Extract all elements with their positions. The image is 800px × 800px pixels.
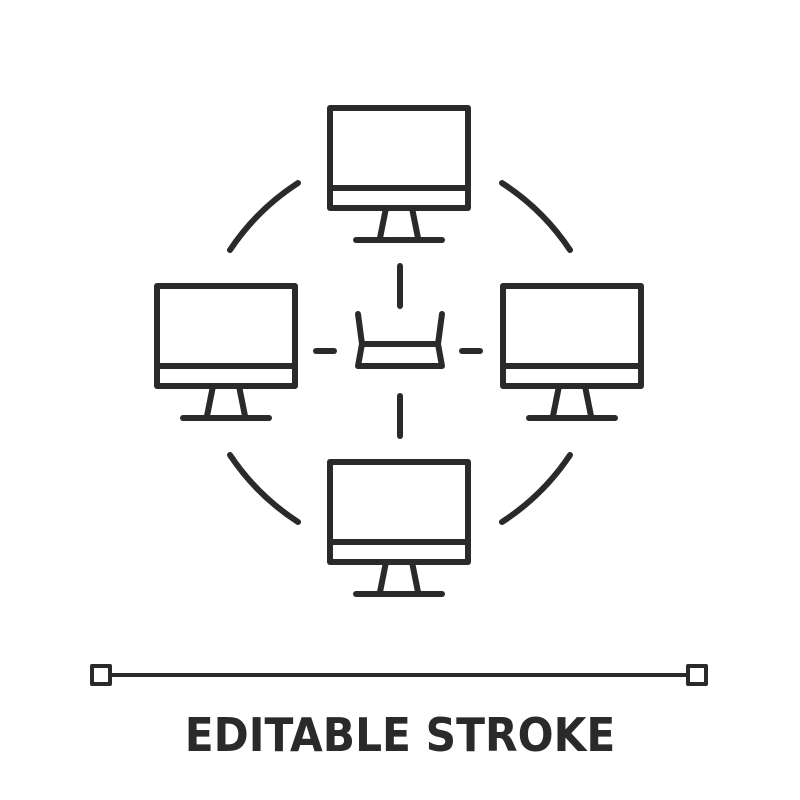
ruler-handle-left bbox=[90, 664, 112, 686]
ruler-handle-right bbox=[686, 664, 708, 686]
connector-lines bbox=[313, 263, 483, 439]
monitor-icon bbox=[327, 459, 471, 597]
monitor-icon bbox=[154, 283, 298, 421]
stroke-ruler bbox=[90, 664, 708, 686]
caption-editable-stroke: EDITABLE STROKE bbox=[184, 708, 616, 762]
network-ring bbox=[227, 180, 573, 525]
ring-arc-top-left bbox=[227, 180, 301, 253]
monitor-icon bbox=[327, 105, 471, 243]
ring-arc-bottom-right bbox=[499, 452, 573, 525]
monitor-icon bbox=[500, 283, 644, 421]
ring-arc-bottom-left bbox=[227, 452, 301, 525]
ring-arc-top-right bbox=[499, 180, 573, 253]
router-icon bbox=[355, 311, 445, 369]
